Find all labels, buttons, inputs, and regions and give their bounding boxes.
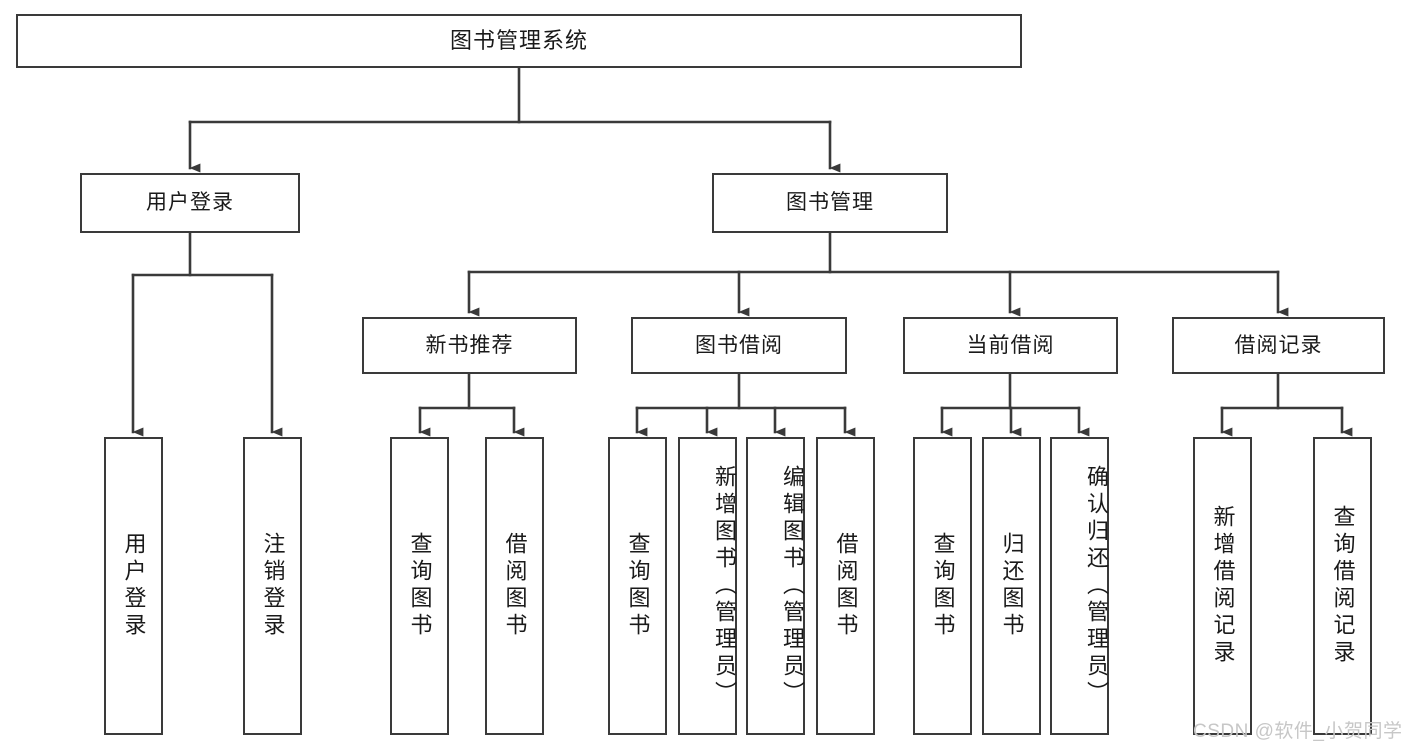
- node-book-manage[interactable]: 图书管理: [712, 173, 948, 233]
- node-leaf-return-book[interactable]: 归还图书: [982, 437, 1041, 735]
- node-leaf-user-login[interactable]: 用户登录: [104, 437, 163, 735]
- node-label: 当前借阅: [966, 333, 1055, 357]
- node-label: 查询图书: [930, 532, 956, 640]
- node-leaf-borrow-book-2[interactable]: 借阅图书: [816, 437, 875, 735]
- node-leaf-query-book-2[interactable]: 查询图书: [608, 437, 667, 735]
- node-label: 查询图书: [625, 532, 651, 640]
- node-label: 查询图书: [407, 532, 433, 640]
- node-leaf-query-book-3[interactable]: 查询图书: [913, 437, 972, 735]
- node-label: 查询借阅记录: [1330, 505, 1356, 667]
- node-label: 归还图书: [999, 532, 1025, 640]
- node-root[interactable]: 图书管理系统: [16, 14, 1022, 68]
- node-label: 注销登录: [260, 532, 286, 640]
- node-borrow-record[interactable]: 借阅记录: [1172, 317, 1385, 374]
- node-label: 图书借阅: [695, 333, 783, 357]
- node-label: 新增借阅记录: [1210, 505, 1236, 667]
- csdn-watermark: CSDN @软件_小贺同学: [1193, 721, 1403, 742]
- node-label: 确认归还（管理员）: [1084, 464, 1109, 708]
- node-leaf-edit-book[interactable]: 编辑图书（管理员）: [746, 437, 805, 735]
- node-label: 用户登录: [121, 532, 147, 640]
- node-leaf-confirm-return[interactable]: 确认归还（管理员）: [1050, 437, 1109, 735]
- node-leaf-query-book-1[interactable]: 查询图书: [390, 437, 449, 735]
- node-leaf-borrow-book-1[interactable]: 借阅图书: [485, 437, 544, 735]
- node-leaf-add-record[interactable]: 新增借阅记录: [1193, 437, 1252, 735]
- node-label: 新增图书（管理员）: [712, 464, 737, 708]
- node-label: 借阅图书: [502, 532, 528, 640]
- node-label: 借阅图书: [833, 532, 859, 640]
- node-label: 图书管理: [786, 191, 874, 215]
- node-leaf-logout-login[interactable]: 注销登录: [243, 437, 302, 735]
- node-label: 图书管理系统: [449, 27, 588, 53]
- node-current-borrow[interactable]: 当前借阅: [903, 317, 1118, 374]
- node-user-login[interactable]: 用户登录: [80, 173, 300, 233]
- node-label: 编辑图书（管理员）: [780, 464, 805, 708]
- node-label: 用户登录: [146, 191, 234, 215]
- node-label: 新书推荐: [425, 333, 514, 357]
- node-book-borrow[interactable]: 图书借阅: [631, 317, 847, 374]
- node-leaf-add-book[interactable]: 新增图书（管理员）: [678, 437, 737, 735]
- node-new-book-recommend[interactable]: 新书推荐: [362, 317, 577, 374]
- node-label: 借阅记录: [1234, 333, 1323, 357]
- node-leaf-query-record[interactable]: 查询借阅记录: [1313, 437, 1372, 735]
